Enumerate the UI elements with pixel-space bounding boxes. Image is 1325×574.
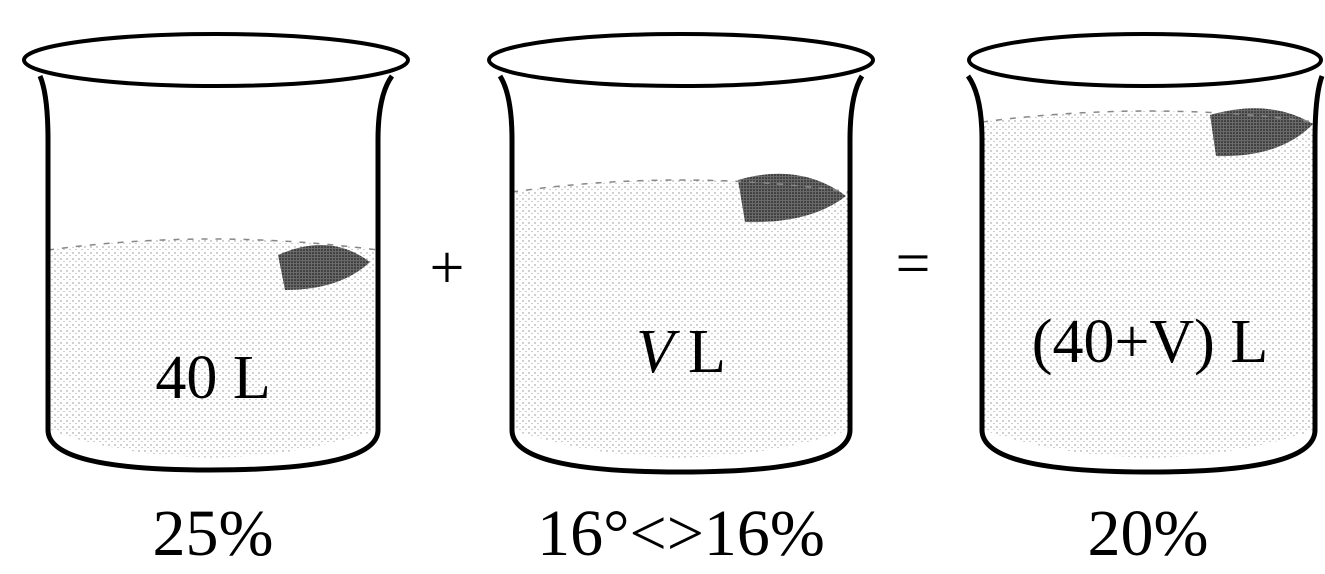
beaker-3-rim bbox=[969, 34, 1321, 86]
beaker-2-concentration: 16°<>16% bbox=[537, 497, 825, 570]
beaker-1-concentration: 25% bbox=[153, 497, 274, 570]
equals-sign: = bbox=[896, 230, 931, 298]
plus-sign: + bbox=[430, 234, 465, 302]
beaker-2-rim bbox=[489, 34, 873, 86]
beaker-3-liquid bbox=[982, 111, 1315, 458]
beaker-1: 40 L bbox=[24, 34, 408, 470]
beaker-3-volume-label: (40+V) L bbox=[1032, 308, 1268, 376]
beaker-2-liquid bbox=[512, 180, 850, 458]
beaker-3-concentration: 20% bbox=[1088, 497, 1209, 570]
beaker-1-rim bbox=[24, 34, 408, 86]
beaker-1-volume-label: 40 L bbox=[155, 344, 270, 412]
beaker-3: (40+V) L bbox=[968, 34, 1322, 472]
